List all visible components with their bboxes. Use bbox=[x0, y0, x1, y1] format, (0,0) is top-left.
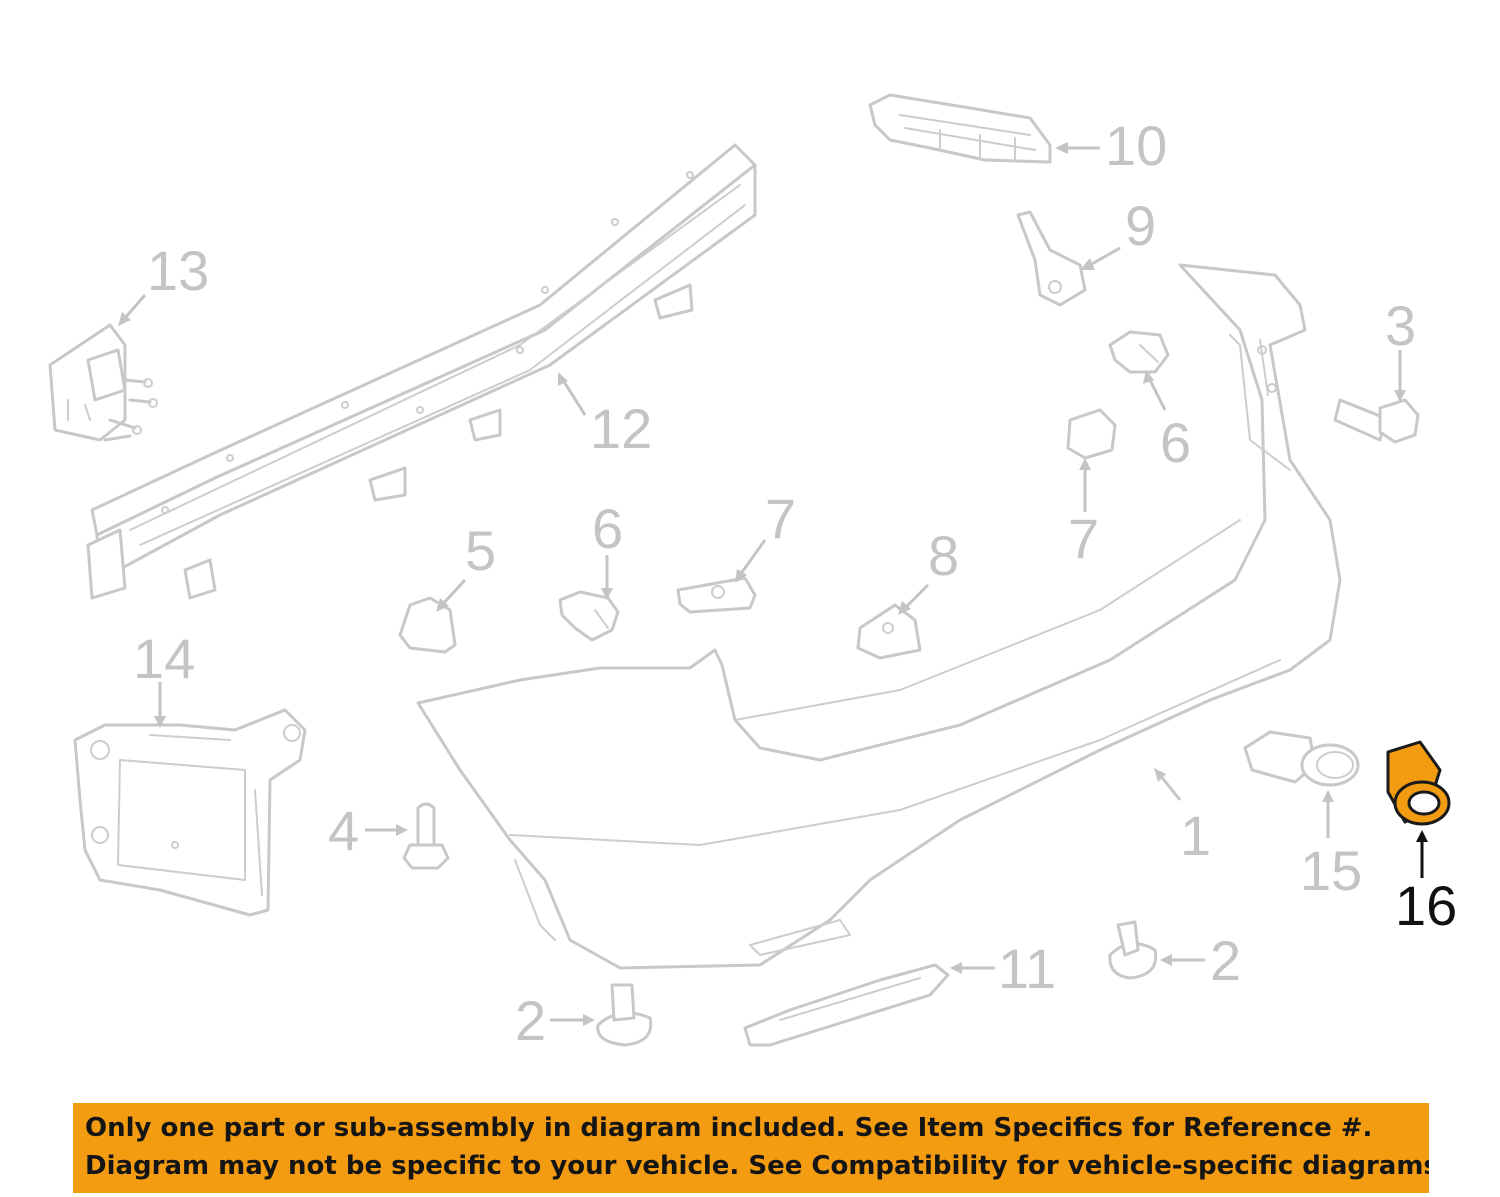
callout-14: 14 bbox=[133, 627, 195, 690]
callout-3: 3 bbox=[1385, 294, 1416, 357]
part-11-reflector bbox=[743, 963, 950, 1047]
callout-15: 15 bbox=[1300, 839, 1362, 902]
callout-6-upper: 6 bbox=[1160, 411, 1191, 474]
part-1-bumper-cover bbox=[416, 263, 1342, 970]
part-2-clip-left bbox=[596, 983, 653, 1047]
callout-7-center: 7 bbox=[765, 487, 796, 550]
callout-2-right: 2 bbox=[1210, 929, 1241, 992]
part-10-upper-bracket bbox=[868, 93, 1052, 164]
callout-2-left: 2 bbox=[515, 989, 546, 1052]
callout-10: 10 bbox=[1105, 114, 1167, 177]
part-13-bracket bbox=[48, 323, 158, 442]
part-7-speed-nut bbox=[676, 576, 757, 614]
part-16-grommet-highlighted bbox=[1386, 740, 1451, 826]
part-9-small-bracket bbox=[1016, 210, 1087, 307]
part-3-bolt bbox=[1333, 398, 1420, 444]
part-15-parking-sensor bbox=[1243, 730, 1360, 787]
disclaimer-line-2: Diagram may not be specific to your vehi… bbox=[85, 1151, 1429, 1181]
part-2-clip-right bbox=[1108, 920, 1158, 980]
part-6-push-clip-center bbox=[558, 590, 620, 642]
part-7-clip-right bbox=[1066, 408, 1117, 460]
part-8-retainer bbox=[856, 603, 922, 660]
callout-12: 12 bbox=[590, 397, 652, 460]
callout-11: 11 bbox=[998, 937, 1056, 1000]
disclaimer-line-1: Only one part or sub-assembly in diagram… bbox=[85, 1113, 1373, 1143]
leader-lines bbox=[118, 142, 1428, 1026]
disclaimer-banner: Only one part or sub-assembly in diagram… bbox=[73, 1103, 1429, 1193]
callout-6-center: 6 bbox=[592, 497, 623, 560]
callout-16: 16 bbox=[1395, 874, 1457, 937]
callout-9: 9 bbox=[1125, 194, 1156, 257]
callout-numbers: 10 9 3 6 7 13 12 5 6 7 8 14 4 1 15 16 2 … bbox=[133, 114, 1457, 1052]
callout-4: 4 bbox=[328, 799, 359, 862]
part-5-clip bbox=[398, 596, 457, 654]
callout-1: 1 bbox=[1180, 804, 1211, 867]
callout-8: 8 bbox=[928, 524, 959, 587]
callout-13: 13 bbox=[147, 239, 209, 302]
callout-7-right: 7 bbox=[1068, 507, 1099, 570]
part-12-reinforcement-beam bbox=[86, 143, 757, 600]
callout-5: 5 bbox=[465, 519, 496, 582]
part-4-bolt bbox=[402, 802, 450, 870]
part-14-side-bracket bbox=[73, 708, 307, 917]
part-6-push-clip-upper bbox=[1108, 330, 1170, 374]
